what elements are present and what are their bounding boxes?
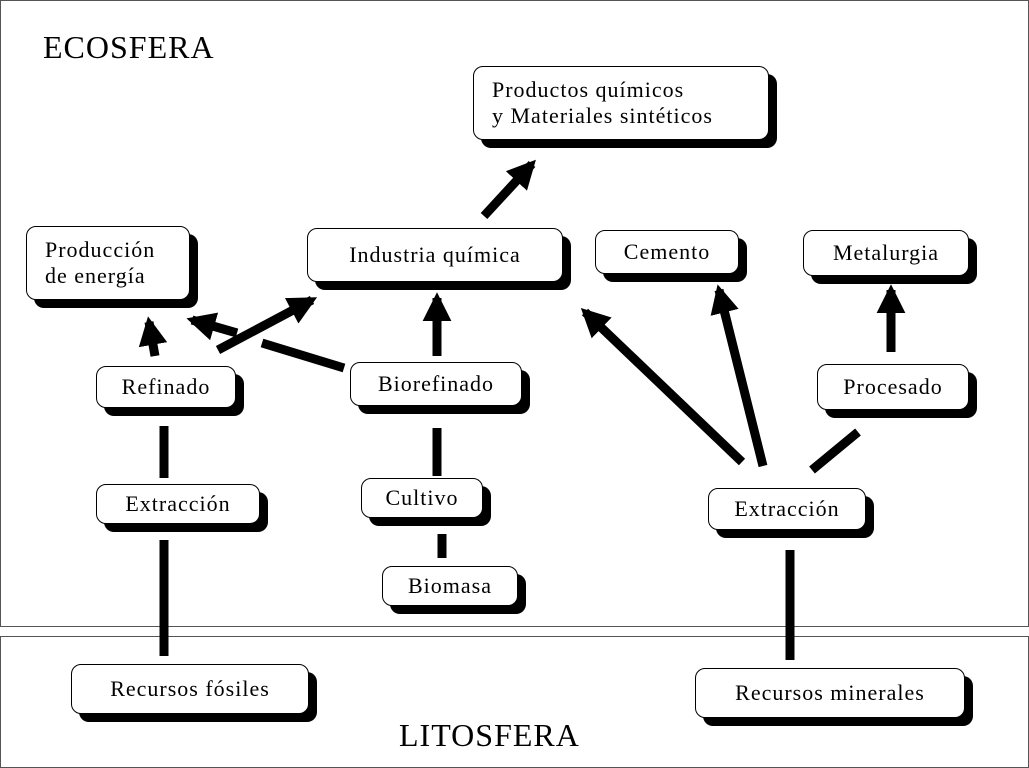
arrow-refinado-energia xyxy=(138,316,168,357)
node-productos-quimicos: Productos químicos y Materiales sintétic… xyxy=(473,66,769,140)
node-biorefinado: Biorefinado xyxy=(350,362,522,406)
node-metalurgia: Metalurgia xyxy=(803,230,969,276)
node-cultivo: Cultivo xyxy=(361,478,483,518)
node-procesado: Procesado xyxy=(817,364,969,410)
node-recursos-minerales: Recursos minerales xyxy=(695,668,965,718)
arrow-extraccion-cemento xyxy=(710,284,768,468)
arrow-refinado-industria xyxy=(215,296,318,354)
line-extraccion-procesado xyxy=(809,428,861,474)
arrow-extraccion-industria xyxy=(580,308,746,466)
arrow-biorefinado-energia xyxy=(186,312,239,341)
ecosphere-region: ECOSFERA xyxy=(0,0,1029,627)
arrow-industria-productos xyxy=(480,159,536,220)
node-extraccion-fosil: Extracción xyxy=(96,484,260,524)
node-extraccion-mineral: Extracción xyxy=(708,488,866,530)
node-produccion-energia: Producción de energía xyxy=(26,226,190,300)
node-recursos-fosiles: Recursos fósiles xyxy=(71,664,309,714)
node-industria-quimica: Industria química xyxy=(307,228,563,282)
node-cemento: Cemento xyxy=(595,230,739,274)
node-biomasa: Biomasa xyxy=(382,566,518,606)
ecosphere-label: ECOSFERA xyxy=(43,29,215,65)
arrow-biorefinado-energia-tail xyxy=(260,338,346,373)
lithosphere-label: LITOSFERA xyxy=(399,717,580,753)
node-refinado: Refinado xyxy=(96,366,236,408)
